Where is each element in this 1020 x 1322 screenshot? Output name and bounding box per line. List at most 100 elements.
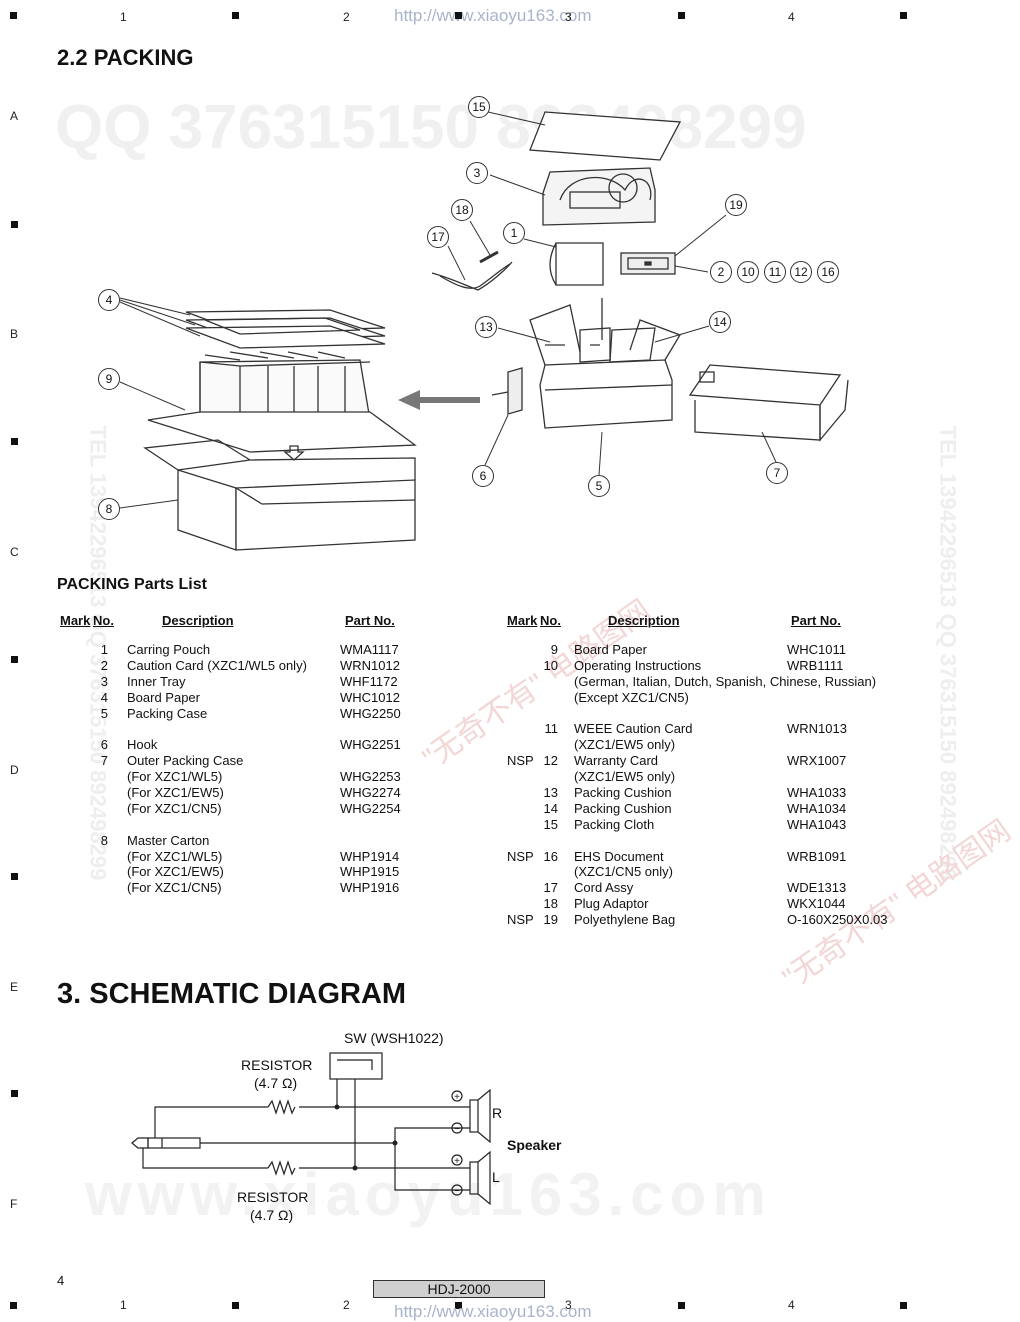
- resistor-label: RESISTOR: [237, 1189, 309, 1205]
- parts-part: WHG2254: [340, 800, 401, 816]
- callout-number: 16: [817, 261, 839, 283]
- plus-sign: +: [454, 1092, 460, 1103]
- header-description: Description: [162, 613, 234, 628]
- spacer-row: [60, 817, 460, 833]
- parts-row: (German, Italian, Dutch, Spanish, Chines…: [507, 674, 957, 690]
- header-no: No.: [540, 613, 561, 628]
- parts-part: WHP1914: [340, 848, 400, 864]
- column-number: 2: [343, 10, 350, 24]
- parts-no: 18: [543, 896, 558, 912]
- parts-desc: Packing Cloth: [574, 816, 655, 832]
- parts-part: WDE1313: [787, 880, 847, 896]
- parts-desc: (Except XZC1/CN5): [574, 689, 689, 705]
- page-number: 4: [57, 1273, 65, 1288]
- frame-marker: [900, 1302, 907, 1309]
- frame-marker: [232, 12, 239, 19]
- parts-desc: EHS Document: [574, 848, 664, 864]
- column-number: 3: [565, 10, 572, 24]
- callout-number: 8: [98, 498, 120, 520]
- parts-no: 7: [100, 753, 108, 769]
- footer-url[interactable]: http://www.xiaoyu163.com: [394, 1302, 592, 1321]
- parts-part: WHA1033: [787, 785, 847, 801]
- frame-marker: [678, 12, 685, 19]
- parts-desc: Packing Case: [127, 705, 208, 721]
- left-channel-label: L: [492, 1169, 500, 1185]
- speaker-label: Speaker: [507, 1137, 562, 1153]
- resistor-value: (4.7 Ω): [254, 1075, 298, 1091]
- parts-desc: Cord Assy: [574, 880, 634, 896]
- frame-marker: [900, 12, 907, 19]
- parts-part: WRN1012: [340, 657, 400, 673]
- callout-number: 13: [475, 316, 497, 338]
- callout-number: 5: [588, 475, 610, 497]
- resistor-value: (4.7 Ω): [250, 1207, 294, 1223]
- plus-sign: +: [454, 1156, 460, 1167]
- schematic-title: 3. SCHEMATIC DIAGRAM: [57, 978, 407, 1010]
- parts-no: 8: [100, 832, 108, 848]
- callout-number: 19: [725, 194, 747, 216]
- parts-desc: (For XZC1/WL5): [127, 769, 223, 785]
- parts-no: 6: [100, 737, 108, 753]
- parts-no: 13: [543, 785, 558, 801]
- frame-marker: [10, 1302, 17, 1309]
- parts-part: WRB1111: [787, 657, 844, 673]
- parts-part: WHF1172: [340, 673, 398, 689]
- parts-part: WKX1044: [787, 896, 846, 912]
- row-letter: D: [10, 763, 19, 777]
- parts-no: 12: [543, 753, 558, 769]
- row-letter: C: [10, 545, 19, 559]
- parts-desc: Master Carton: [127, 832, 210, 848]
- packing-illustration: [119, 111, 849, 551]
- parts-row: (For XZC1/EW5)WHP1915: [60, 864, 460, 880]
- parts-no: 1: [100, 642, 108, 657]
- callout-number: 11: [764, 261, 786, 283]
- parts-part: WHG2253: [340, 769, 401, 785]
- frame-marker: [11, 438, 18, 445]
- parts-desc: (For XZC1/EW5): [127, 785, 224, 801]
- callout-number: 15: [468, 96, 490, 118]
- parts-no: 2: [100, 657, 108, 673]
- spacer-row: [507, 833, 957, 849]
- parts-row: 8 Master Carton: [60, 833, 460, 849]
- parts-desc: (For XZC1/WL5): [127, 848, 223, 864]
- watermark: www.xiaoyu163.com: [85, 1161, 772, 1228]
- callout-number: 9: [98, 368, 120, 390]
- spacer-row: [60, 721, 460, 737]
- header-url[interactable]: http://www.xiaoyu163.com: [394, 6, 592, 25]
- parts-part: WHG2274: [340, 785, 401, 801]
- parts-desc: (For XZC1/CN5): [127, 800, 222, 816]
- parts-mark: NSP: [507, 848, 534, 864]
- callout-number: 17: [427, 226, 449, 248]
- frame-marker: [11, 873, 18, 880]
- parts-part: WHC1011: [787, 642, 847, 657]
- parts-part: WHP1916: [340, 880, 400, 896]
- header-no: No.: [93, 613, 114, 628]
- parts-no: 10: [543, 657, 558, 673]
- watermark: QQ 376315150 892498299: [55, 93, 807, 162]
- parts-row: (Except XZC1/CN5): [507, 690, 957, 706]
- header-mark: Mark: [507, 613, 538, 628]
- parts-row: (For XZC1/WL5) WHP1914: [60, 849, 460, 865]
- parts-desc: Operating Instructions: [574, 657, 702, 673]
- header-part-no: Part No.: [791, 613, 841, 628]
- frame-marker: [11, 221, 18, 228]
- parts-part: WMA1117: [340, 642, 399, 657]
- callout-number: 4: [98, 289, 120, 311]
- schematic-diagram: + − + −: [131, 1052, 491, 1206]
- parts-desc: Board Paper: [127, 689, 200, 705]
- callout-number: 7: [766, 462, 788, 484]
- frame-marker: [11, 656, 18, 663]
- parts-part: WHA1034: [787, 800, 847, 816]
- frame-marker: [678, 1302, 685, 1309]
- parts-part: WHP1915: [340, 864, 400, 880]
- parts-list-title: PACKING Parts List: [57, 576, 207, 593]
- parts-desc: (XZC1/EW5 only): [574, 737, 676, 753]
